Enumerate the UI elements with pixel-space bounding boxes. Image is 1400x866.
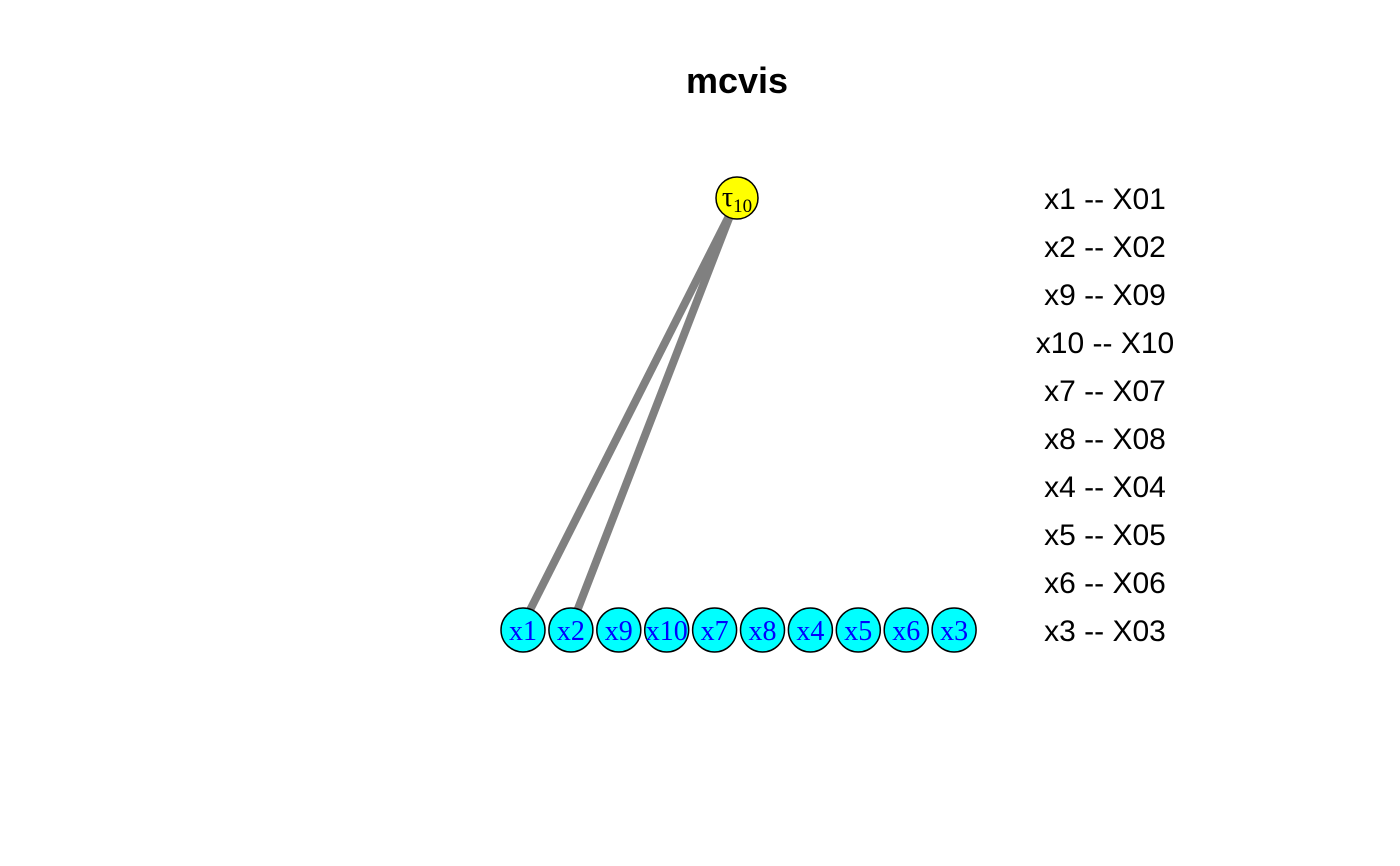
mapping-entry-x1: x1 -- X01 bbox=[1044, 183, 1166, 216]
variable-node-label: x7 bbox=[701, 616, 729, 647]
diagram-title: mcvis bbox=[686, 60, 788, 101]
variable-nodes-layer: x1 x2 x9 x10 x7 x8 x4 x5 x6 x3 bbox=[500, 607, 977, 653]
variable-node-circle bbox=[835, 607, 882, 653]
mapping-entry-x6: x6 -- X06 bbox=[1044, 567, 1166, 600]
variable-node-x6: x6 bbox=[883, 607, 929, 653]
mapping-entry-x8: x8 -- X08 bbox=[1044, 423, 1166, 456]
variable-node-label: x5 bbox=[844, 616, 872, 647]
variable-node-circle bbox=[596, 607, 642, 653]
variable-node-circle bbox=[643, 607, 690, 653]
variable-node-label: x9 bbox=[605, 616, 633, 647]
mapping-entry-x4: x4 -- X04 bbox=[1044, 471, 1166, 504]
edges-layer bbox=[524, 206, 737, 616]
mapping-entry-x10: x10 -- X10 bbox=[1036, 327, 1174, 360]
mapping-entry-x9: x9 -- X09 bbox=[1044, 279, 1166, 312]
variable-node-label: x3 bbox=[940, 616, 968, 647]
variable-node-label: x1 bbox=[509, 616, 537, 647]
edge-tau10-x2 bbox=[572, 206, 737, 616]
variable-node-x8: x8 bbox=[739, 607, 786, 653]
tau-node-label: τ10 bbox=[722, 182, 752, 217]
variable-node-circle bbox=[883, 607, 929, 653]
variable-node-circle bbox=[548, 607, 594, 653]
tau-subscript: 10 bbox=[733, 196, 752, 217]
variable-node-x5: x5 bbox=[835, 607, 882, 653]
variable-node-circle bbox=[931, 607, 977, 653]
variable-node-x4: x4 bbox=[787, 607, 834, 653]
variable-node-x7: x7 bbox=[691, 607, 738, 653]
variable-node-circle bbox=[691, 607, 738, 653]
variable-node-circle bbox=[500, 607, 546, 653]
mapping-entry-x2: x2 -- X02 bbox=[1044, 231, 1166, 264]
variable-node-label: x2 bbox=[557, 616, 585, 647]
variable-node-label: x4 bbox=[796, 616, 824, 647]
variable-node-label: x6 bbox=[892, 616, 920, 647]
edge-tau10-x1 bbox=[524, 206, 737, 616]
variable-node-x3: x3 bbox=[931, 607, 977, 653]
variable-node-label: x10 bbox=[646, 616, 688, 647]
tau-node: τ10 bbox=[715, 176, 759, 220]
variable-node-x1: x1 bbox=[500, 607, 546, 653]
variable-node-x10: x10 bbox=[643, 607, 690, 653]
tau-node-circle bbox=[715, 176, 759, 220]
mapping-entry-x5: x5 -- X05 bbox=[1044, 519, 1166, 552]
variable-node-x9: x9 bbox=[596, 607, 642, 653]
mapping-entry-x7: x7 -- X07 bbox=[1044, 375, 1166, 408]
variable-node-x2: x2 bbox=[548, 607, 594, 653]
tau-symbol: τ bbox=[722, 182, 733, 213]
mapping-entry-x3: x3 -- X03 bbox=[1044, 615, 1166, 648]
variable-node-label: x8 bbox=[749, 616, 777, 647]
variable-node-circle bbox=[787, 607, 834, 653]
variable-node-circle bbox=[739, 607, 786, 653]
variable-mapping-legend: x1 -- X01 x2 -- X02 x9 -- X09 x10 -- X10 x7 … bbox=[1036, 183, 1174, 648]
